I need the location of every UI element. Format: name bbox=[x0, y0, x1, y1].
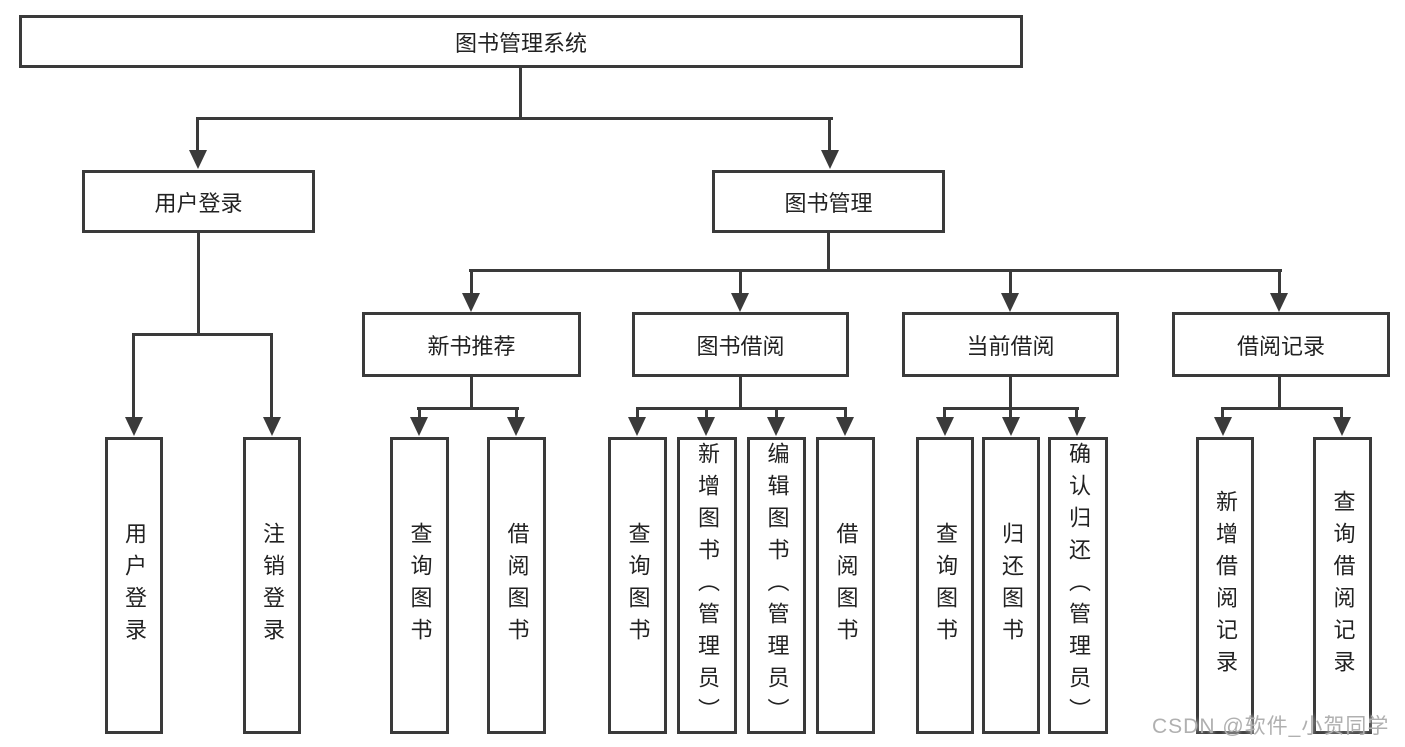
arrow-down-icon bbox=[462, 293, 480, 312]
arrow-down-icon bbox=[936, 417, 954, 436]
arrow-down-icon bbox=[410, 417, 428, 436]
connector-vertical bbox=[636, 407, 639, 419]
connector-horizontal bbox=[636, 407, 847, 410]
node-current-borrow: 当前借阅 bbox=[902, 312, 1119, 377]
leaf-borrow-query-books: 查询图书 bbox=[608, 437, 667, 734]
leaf-recommend-borrow-books: 借阅图书 bbox=[487, 437, 546, 734]
leaf-current-confirm-return-admin: 确认归还（管理员） bbox=[1048, 437, 1108, 734]
node-label: 借阅图书 bbox=[504, 521, 530, 650]
connector-vertical bbox=[418, 407, 421, 419]
arrow-down-icon bbox=[1333, 417, 1351, 436]
connector-vertical bbox=[270, 333, 273, 419]
leaf-records-query-record: 查询借阅记录 bbox=[1313, 437, 1372, 734]
node-user-login: 用户登录 bbox=[82, 170, 315, 233]
connector-vertical bbox=[828, 117, 831, 151]
leaf-logout: 注销登录 bbox=[243, 437, 301, 734]
connector-horizontal bbox=[469, 269, 1282, 272]
connector-vertical bbox=[519, 68, 522, 118]
connector-vertical bbox=[1075, 407, 1078, 419]
node-label: 注销登录 bbox=[260, 521, 285, 650]
arrow-down-icon bbox=[263, 417, 281, 436]
arrow-down-icon bbox=[507, 417, 525, 436]
connector-horizontal bbox=[132, 333, 273, 336]
node-root-system: 图书管理系统 bbox=[19, 15, 1023, 68]
arrow-down-icon bbox=[628, 417, 646, 436]
connector-vertical bbox=[470, 377, 473, 410]
node-label: 查询图书 bbox=[625, 521, 651, 650]
connector-vertical bbox=[132, 333, 135, 419]
connector-vertical bbox=[943, 407, 946, 419]
arrow-down-icon bbox=[731, 293, 749, 312]
connector-vertical bbox=[197, 233, 200, 336]
connector-horizontal bbox=[1221, 407, 1342, 410]
connector-vertical bbox=[515, 407, 518, 419]
arrow-down-icon bbox=[1001, 293, 1019, 312]
arrow-down-icon bbox=[1270, 293, 1288, 312]
arrow-down-icon bbox=[125, 417, 143, 436]
node-label: 用户登录 bbox=[154, 190, 243, 216]
connector-vertical bbox=[1221, 407, 1224, 419]
arrow-down-icon bbox=[821, 150, 839, 169]
node-label: 查询图书 bbox=[933, 521, 958, 650]
leaf-borrow-borrow-books: 借阅图书 bbox=[816, 437, 875, 734]
connector-horizontal bbox=[196, 117, 833, 120]
leaf-recommend-query-books: 查询图书 bbox=[390, 437, 449, 734]
connector-horizontal bbox=[417, 407, 519, 410]
arrow-down-icon bbox=[189, 150, 207, 169]
node-book-borrow: 图书借阅 bbox=[632, 312, 849, 377]
connector-vertical bbox=[1009, 269, 1012, 294]
node-new-book-recommend: 新书推荐 bbox=[362, 312, 581, 377]
connector-vertical bbox=[470, 269, 473, 294]
connector-vertical bbox=[739, 377, 742, 410]
node-label: 查询图书 bbox=[407, 521, 433, 650]
leaf-borrow-edit-books-admin: 编辑图书（管理员） bbox=[747, 437, 806, 734]
node-label: 用户登录 bbox=[122, 521, 147, 650]
arrow-down-icon bbox=[836, 417, 854, 436]
connector-vertical bbox=[1278, 269, 1281, 294]
node-label: 新书推荐 bbox=[427, 333, 516, 359]
node-label: 图书管理系统 bbox=[454, 30, 587, 56]
arrow-down-icon bbox=[767, 417, 785, 436]
leaf-user-login: 用户登录 bbox=[105, 437, 163, 734]
connector-vertical bbox=[1009, 377, 1012, 410]
leaf-current-return-books: 归还图书 bbox=[982, 437, 1040, 734]
connector-vertical bbox=[196, 117, 199, 151]
node-label: 当前借阅 bbox=[966, 333, 1055, 359]
connector-vertical bbox=[827, 233, 830, 272]
node-label: 确认归还（管理员） bbox=[1066, 441, 1091, 730]
connector-vertical bbox=[739, 269, 742, 294]
node-label: 查询借阅记录 bbox=[1330, 489, 1356, 682]
node-label: 图书借阅 bbox=[696, 333, 785, 359]
connector-vertical bbox=[1340, 407, 1343, 419]
csdn-watermark: CSDN @软件_小贺同学 bbox=[1152, 715, 1390, 738]
connector-vertical bbox=[1009, 407, 1012, 419]
leaf-records-add-record: 新增借阅记录 bbox=[1196, 437, 1254, 734]
connector-vertical bbox=[705, 407, 708, 419]
leaf-current-query-books: 查询图书 bbox=[916, 437, 974, 734]
node-label: 借阅图书 bbox=[833, 521, 859, 650]
leaf-borrow-add-books-admin: 新增图书（管理员） bbox=[677, 437, 737, 734]
node-label: 编辑图书（管理员） bbox=[764, 441, 790, 730]
node-label: 借阅记录 bbox=[1236, 333, 1325, 359]
connector-vertical bbox=[844, 407, 847, 419]
node-book-management: 图书管理 bbox=[712, 170, 945, 233]
arrow-down-icon bbox=[1214, 417, 1232, 436]
node-label: 新增借阅记录 bbox=[1213, 489, 1238, 682]
node-label: 新增图书（管理员） bbox=[695, 441, 720, 730]
arrow-down-icon bbox=[697, 417, 715, 436]
node-label: 归还图书 bbox=[999, 521, 1024, 650]
node-label: 图书管理 bbox=[784, 190, 873, 216]
arrow-down-icon bbox=[1068, 417, 1086, 436]
node-borrow-records: 借阅记录 bbox=[1172, 312, 1390, 377]
connector-vertical bbox=[1278, 377, 1281, 410]
arrow-down-icon bbox=[1002, 417, 1020, 436]
connector-vertical bbox=[775, 407, 778, 419]
